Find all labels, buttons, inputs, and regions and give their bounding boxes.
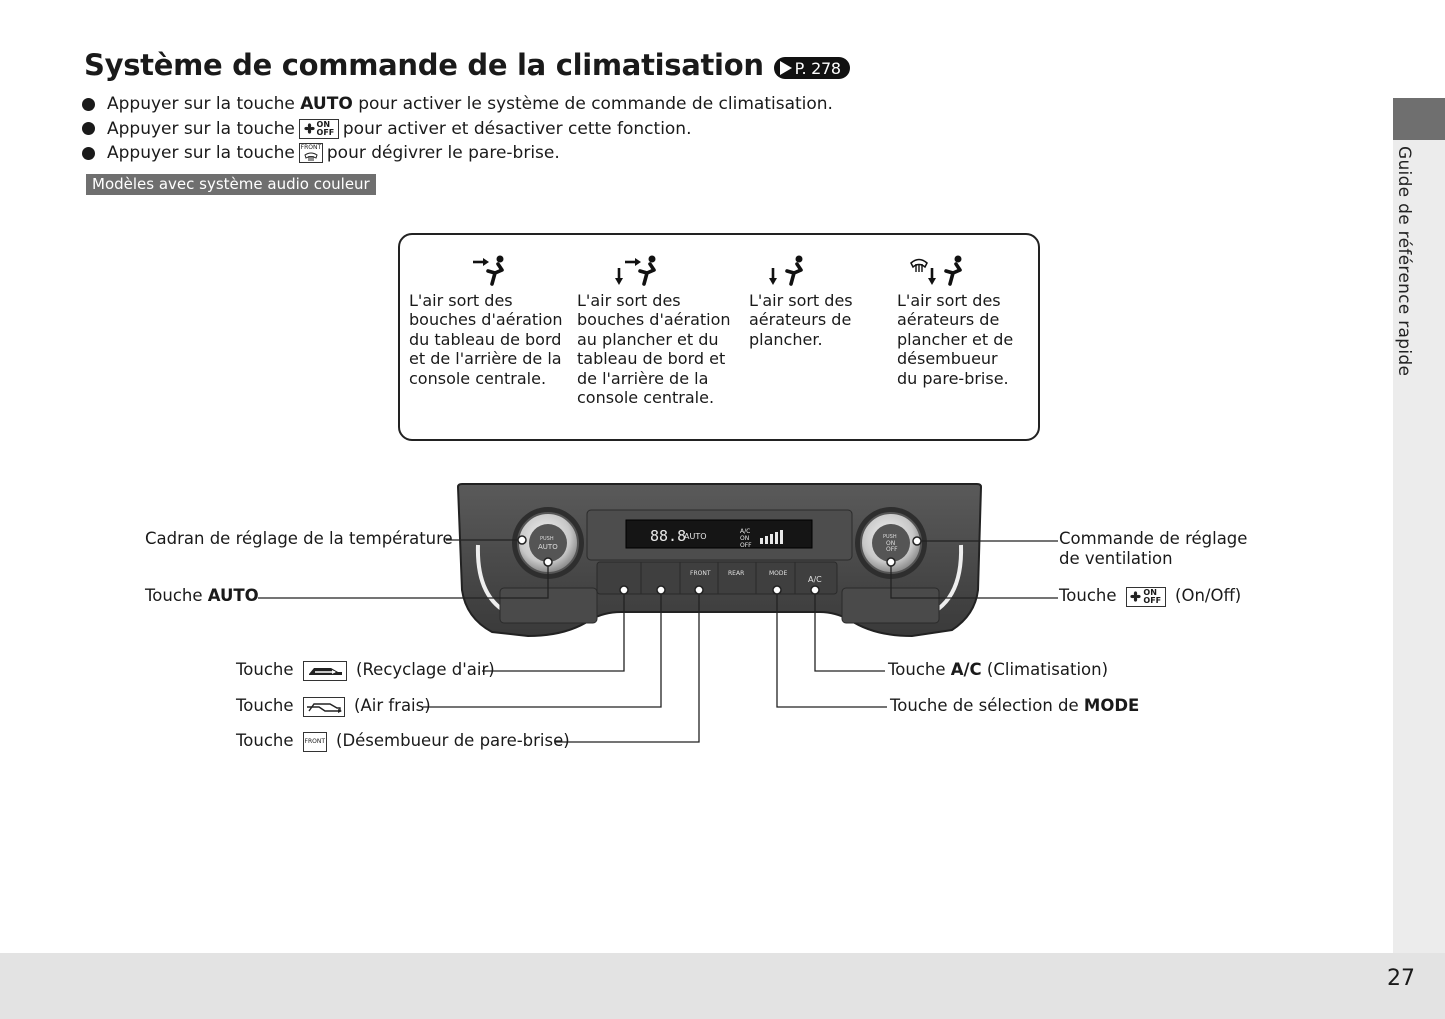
defroster-button-callout: Touche FRONT (Désembueur de pare-brise) [236,731,570,752]
title-text: Système de commande de la climatisation [84,48,764,82]
svg-text:A/C: A/C [808,575,822,584]
vent-mode-item: L'air sort des bouches d'aération au pla… [577,251,737,407]
svg-text:PUSH: PUSH [883,534,897,540]
ac-button-callout: Touche A/C (Climatisation) [888,660,1109,679]
recirculation-icon [302,660,347,681]
front-defrost-icon: FRONT [302,731,327,752]
bullet-icon [82,146,95,160]
svg-text:AUTO: AUTO [538,543,558,551]
auto-key-label: AUTO [300,94,353,115]
dash-floor-vent-mode-icon [577,251,697,291]
vent-mode-legend: L'air sort des bouches d'aération du tab… [398,233,1040,441]
page-reference-label: P. 278 [794,58,841,78]
svg-text:REAR: REAR [728,570,744,577]
svg-text:MODE: MODE [769,570,788,577]
front-defrost-icon: FRONT [298,143,323,164]
instruction-list: Appuyer sur la touche AUTO pour activer … [82,92,833,166]
list-item: Appuyer sur la touche FRONT pour dégivre… [82,141,833,166]
arrow-right-icon [779,61,792,75]
auto-button-callout: Touche AUTO [145,586,259,605]
fan-dial-callout: Commande de réglage de ventilation [1059,529,1248,568]
vent-mode-item: L'air sort des bouches d'aération du tab… [409,251,569,388]
bullet-icon [82,97,95,111]
fresh-air-icon [302,696,345,717]
vent-mode-description: L'air sort des bouches d'aération du tab… [409,291,563,388]
page-number: 27 [1387,966,1415,991]
list-item: Appuyer sur la touche AUTO pour activer … [82,92,833,117]
vent-mode-description: L'air sort des aérateurs de plancher. [749,291,853,349]
page-reference-link[interactable]: P. 278 [773,57,850,79]
side-margin [1393,140,1445,953]
svg-text:ON: ON [886,540,895,547]
chapter-title: Guide de référence rapide [1394,146,1414,377]
floor-defrost-mode-icon [897,251,977,291]
svg-text:AUTO: AUTO [684,532,707,541]
bullet-icon [82,122,95,136]
fresh-air-button-callout: Touche (Air frais) [236,696,431,717]
section-tag: Modèles avec système audio couleur [86,174,376,195]
dash-vent-mode-icon [409,251,569,291]
floor-vent-mode-icon [749,251,827,291]
svg-text:FRONT: FRONT [690,570,711,577]
page-title: Système de commande de la climatisation … [84,48,850,82]
svg-text:A/C: A/C [740,528,750,535]
chapter-tab [1393,98,1445,140]
vent-mode-item: L'air sort des aérateurs de plancher et … [897,251,1037,388]
svg-text:OFF: OFF [740,542,752,549]
vent-mode-description: L'air sort des bouches d'aération au pla… [577,291,731,408]
temperature-readout: 88.8 [650,527,686,545]
recirculation-button-callout: Touche (Recyclage d'air) [236,660,495,681]
svg-text:ON: ON [740,535,749,542]
temperature-dial-callout: Cadran de réglage de la température [145,529,453,548]
footer-bar [0,953,1445,1019]
svg-text:OFF: OFF [886,546,898,553]
mode-button-callout: Touche de sélection de MODE [890,696,1140,715]
vent-mode-item: L'air sort des aérateurs de plancher. [749,251,889,349]
svg-text:PUSH: PUSH [540,536,554,542]
vent-mode-description: L'air sort des aérateurs de plancher et … [897,291,1014,388]
